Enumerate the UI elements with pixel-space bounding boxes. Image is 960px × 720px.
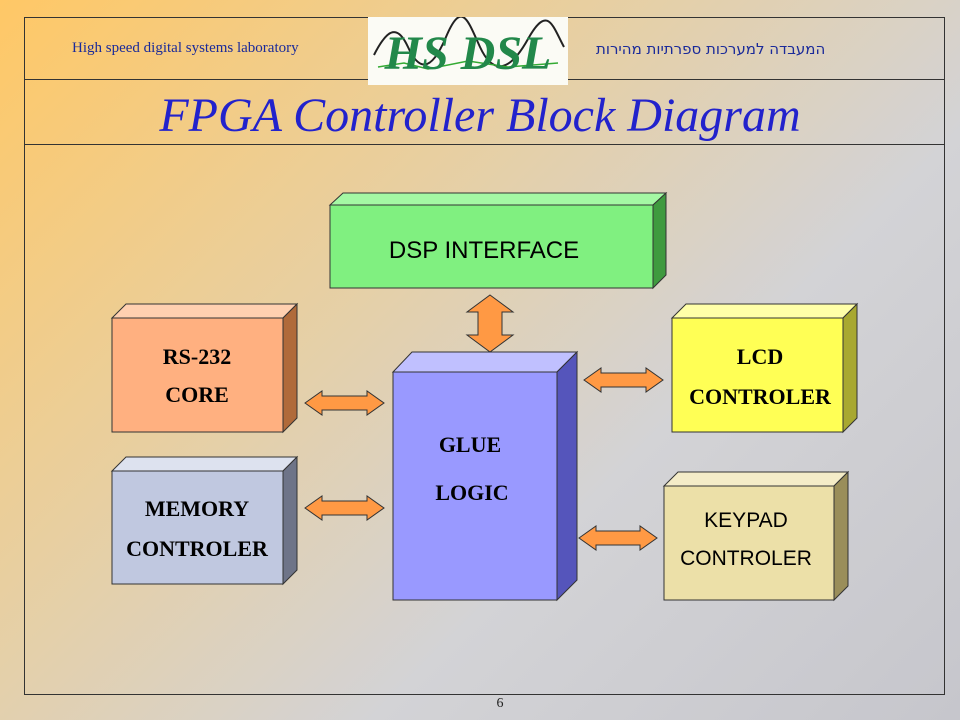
page-title: FPGA Controller Block Diagram (159, 89, 801, 142)
arrow-glue-keypad (578, 525, 658, 551)
lab-name-hebrew: המעבדה למערכות ספרתיות מהירות (596, 40, 826, 58)
keypad-label-line1: KEYPAD (704, 509, 788, 532)
logo-text: HS DSL (384, 27, 552, 80)
keypad-controller-block: KEYPAD CONTROLER (662, 470, 850, 602)
lcd-label-line2: CONTROLER (689, 384, 832, 409)
title-divider (24, 144, 945, 145)
glue-logic-block: GLUE LOGIC (391, 350, 579, 602)
frame-left (24, 17, 25, 694)
memory-controller-block: MEMORY CONTROLER (110, 455, 299, 586)
memory-label-line1: MEMORY (145, 496, 249, 521)
page-number: 6 (496, 696, 504, 711)
lcd-controller-block: LCD CONTROLER (670, 302, 859, 434)
lab-name-english: High speed digital systems laboratory (72, 40, 299, 56)
frame-right (944, 17, 945, 694)
arrow-dsp-glue (465, 294, 515, 353)
frame-bottom (24, 694, 945, 695)
lcd-label-line1: LCD (737, 344, 783, 369)
rs232-core-block: RS-232 CORE (110, 302, 299, 434)
hsdsl-logo: HS DSL (368, 17, 568, 85)
arrow-glue-lcd (583, 367, 664, 393)
glue-label-line1: GLUE (439, 432, 501, 457)
dsp-interface-block: DSP INTERFACE (328, 191, 668, 290)
memory-label-line2: CONTROLER (126, 536, 269, 561)
glue-label-line2: LOGIC (435, 480, 508, 505)
dsp-label: DSP INTERFACE (389, 237, 579, 264)
logo-graphic: HS DSL (373, 17, 565, 80)
rs232-label-line1: RS-232 (163, 344, 231, 369)
keypad-label-line2: CONTROLER (680, 547, 812, 570)
arrow-memory-glue (304, 495, 385, 521)
rs232-label-line2: CORE (165, 382, 229, 407)
arrow-rs232-glue (304, 390, 385, 416)
